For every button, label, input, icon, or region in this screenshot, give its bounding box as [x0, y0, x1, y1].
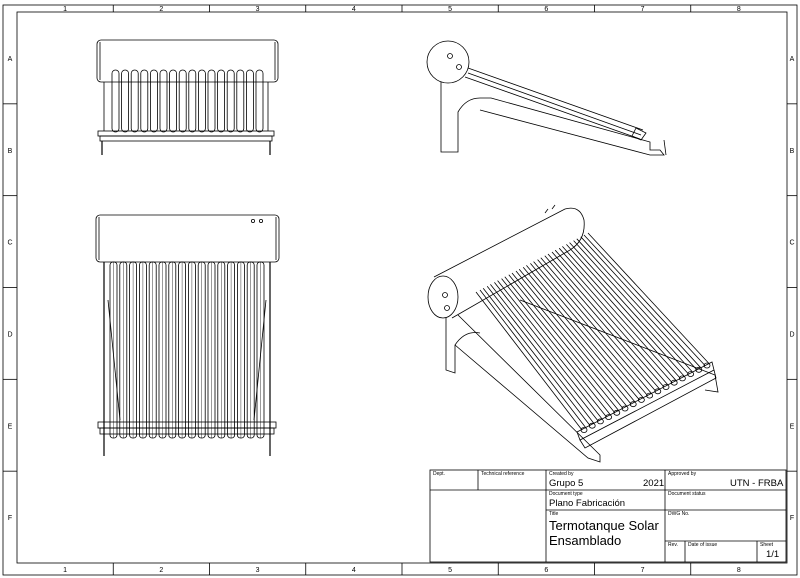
iso-tube: [569, 242, 689, 375]
front-tube: [245, 69, 254, 133]
row-label-left: D: [7, 331, 12, 338]
row-label-right: E: [790, 423, 795, 430]
front-tube: [217, 69, 226, 133]
column-label-top: 2: [159, 6, 163, 13]
iso-tube: [533, 261, 648, 396]
front-tube: [178, 69, 187, 133]
column-label-top: 8: [737, 6, 741, 13]
dept-label: Dept.: [433, 471, 445, 477]
column-label-bottom: 4: [352, 567, 356, 574]
front-tube: [111, 69, 120, 133]
iso-tube: [490, 284, 599, 422]
column-label-bottom: 2: [159, 567, 163, 574]
approved-by-label: Approved by: [668, 471, 697, 477]
dwg-no-label: DWG No.: [668, 511, 690, 517]
front-tube: [188, 69, 197, 133]
document-status-label: Document status: [668, 491, 706, 497]
row-label-right: A: [790, 56, 795, 63]
iso-tube: [526, 265, 640, 401]
row-label-left: B: [8, 148, 13, 155]
front-tube: [207, 69, 216, 133]
row-label-left: C: [7, 240, 12, 247]
document-type-label: Document type: [549, 491, 583, 497]
iso-tube: [482, 287, 591, 426]
row-label-right: B: [790, 148, 795, 155]
top-view: [95, 214, 280, 456]
iso-tube: [562, 246, 681, 379]
isometric-view: [427, 204, 719, 463]
row-label-right: C: [789, 240, 794, 247]
document-type-value: Plano Fabricación: [549, 498, 626, 509]
iso-tube: [497, 280, 607, 418]
created-by-value: Grupo 5: [549, 478, 584, 489]
title-line-1: Termotanque Solar: [549, 518, 659, 533]
row-label-left: A: [8, 56, 13, 63]
iso-tube: [540, 257, 657, 392]
column-label-bottom: 5: [448, 567, 452, 574]
year-value: 2021: [643, 478, 665, 489]
column-label-bottom: 8: [737, 567, 741, 574]
column-label-bottom: 7: [641, 567, 645, 574]
iso-tube: [504, 276, 616, 414]
row-label-left: F: [8, 515, 12, 522]
title-label: Title: [549, 511, 559, 517]
iso-tube: [554, 249, 673, 383]
front-tube: [140, 69, 149, 133]
column-label-top: 6: [544, 6, 548, 13]
approved-by-value: UTN - FRBA: [730, 478, 784, 489]
column-label-bottom: 3: [256, 567, 260, 574]
title-block: [429, 469, 787, 563]
iso-tube: [576, 238, 698, 371]
title-line-2: Ensamblado: [549, 533, 622, 548]
iso-tube: [475, 291, 583, 431]
outer-border: [2, 4, 798, 576]
column-label-top: 3: [256, 6, 260, 13]
row-label-right: F: [790, 515, 794, 522]
iso-tube: [518, 268, 632, 405]
side-view: [426, 40, 667, 156]
rev-label: Rev.: [668, 542, 678, 548]
front-tube: [255, 69, 264, 133]
inner-border: [16, 11, 788, 564]
sheet-label: Sheet: [760, 542, 774, 548]
front-tube: [121, 69, 129, 133]
date-of-issue-label: Date of issue: [688, 542, 718, 548]
row-label-right: D: [789, 331, 794, 338]
created-by-label: Created by: [549, 471, 574, 477]
iso-tube: [583, 234, 706, 366]
column-label-top: 1: [63, 6, 67, 13]
iso-tube: [511, 272, 624, 409]
sheet-value: 1/1: [766, 549, 780, 560]
technical-reference-label: Technical reference: [481, 471, 525, 477]
iso-tube: [547, 253, 665, 388]
front-tube: [149, 69, 158, 133]
front-tube: [226, 69, 235, 133]
front-tube: [197, 69, 206, 133]
column-label-top: 7: [641, 6, 645, 13]
row-label-left: E: [8, 423, 13, 430]
column-label-bottom: 1: [63, 567, 67, 574]
column-label-bottom: 6: [544, 567, 548, 574]
front-tube: [159, 69, 168, 133]
column-label-top: 4: [352, 6, 356, 13]
front-tube: [169, 69, 178, 133]
column-label-top: 5: [448, 6, 452, 13]
front-tube: [236, 69, 245, 133]
front-tube: [130, 69, 139, 133]
front-view: [96, 39, 279, 155]
